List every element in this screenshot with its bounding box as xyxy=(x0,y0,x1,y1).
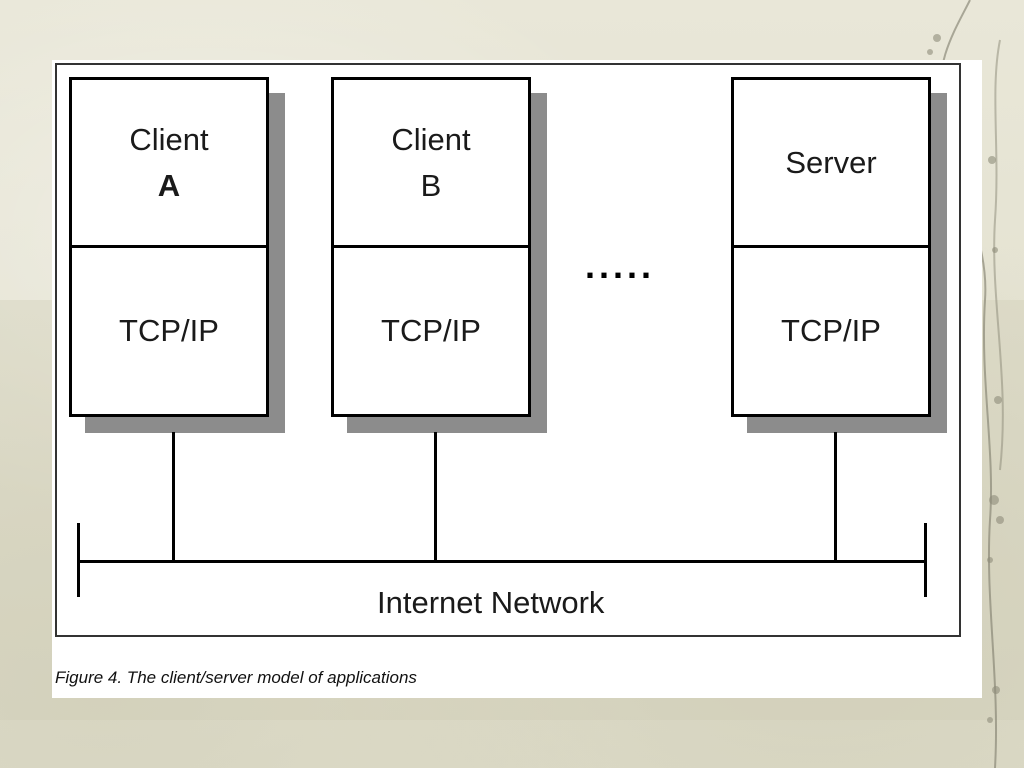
client-b-letter: B xyxy=(420,167,442,203)
client-b-title: Client xyxy=(391,121,471,157)
internet-network-label: Internet Network xyxy=(377,585,605,620)
server-drop-line xyxy=(834,432,837,562)
client-b-node: Client B TCP/IP xyxy=(331,77,531,417)
client-b-protocol: TCP/IP xyxy=(381,313,481,348)
client-a-protocol: TCP/IP xyxy=(119,313,219,348)
server-node: Server TCP/IP xyxy=(731,77,931,417)
client-b-drop-line xyxy=(434,432,437,562)
client-b-label: Client B xyxy=(334,80,528,248)
server-label: Server xyxy=(734,80,928,248)
server-protocol: TCP/IP xyxy=(781,313,881,348)
network-bus-left-cap xyxy=(77,523,80,597)
client-a-drop-line xyxy=(172,432,175,562)
diagram-frame: Client A TCP/IP Client B TCP/IP Server T… xyxy=(55,63,961,637)
client-a-title: Client xyxy=(129,121,209,157)
figure-panel: Client A TCP/IP Client B TCP/IP Server T… xyxy=(52,60,982,698)
figure-caption: Figure 4. The client/server model of app… xyxy=(55,668,417,687)
client-a-letter: A xyxy=(157,167,181,203)
network-bus-line xyxy=(77,560,927,563)
client-a-node: Client A TCP/IP xyxy=(69,77,269,417)
ellipsis-dots: ..... xyxy=(585,245,656,286)
network-bus-right-cap xyxy=(924,523,927,597)
client-a-label: Client A xyxy=(72,80,266,248)
server-title: Server xyxy=(785,144,877,180)
